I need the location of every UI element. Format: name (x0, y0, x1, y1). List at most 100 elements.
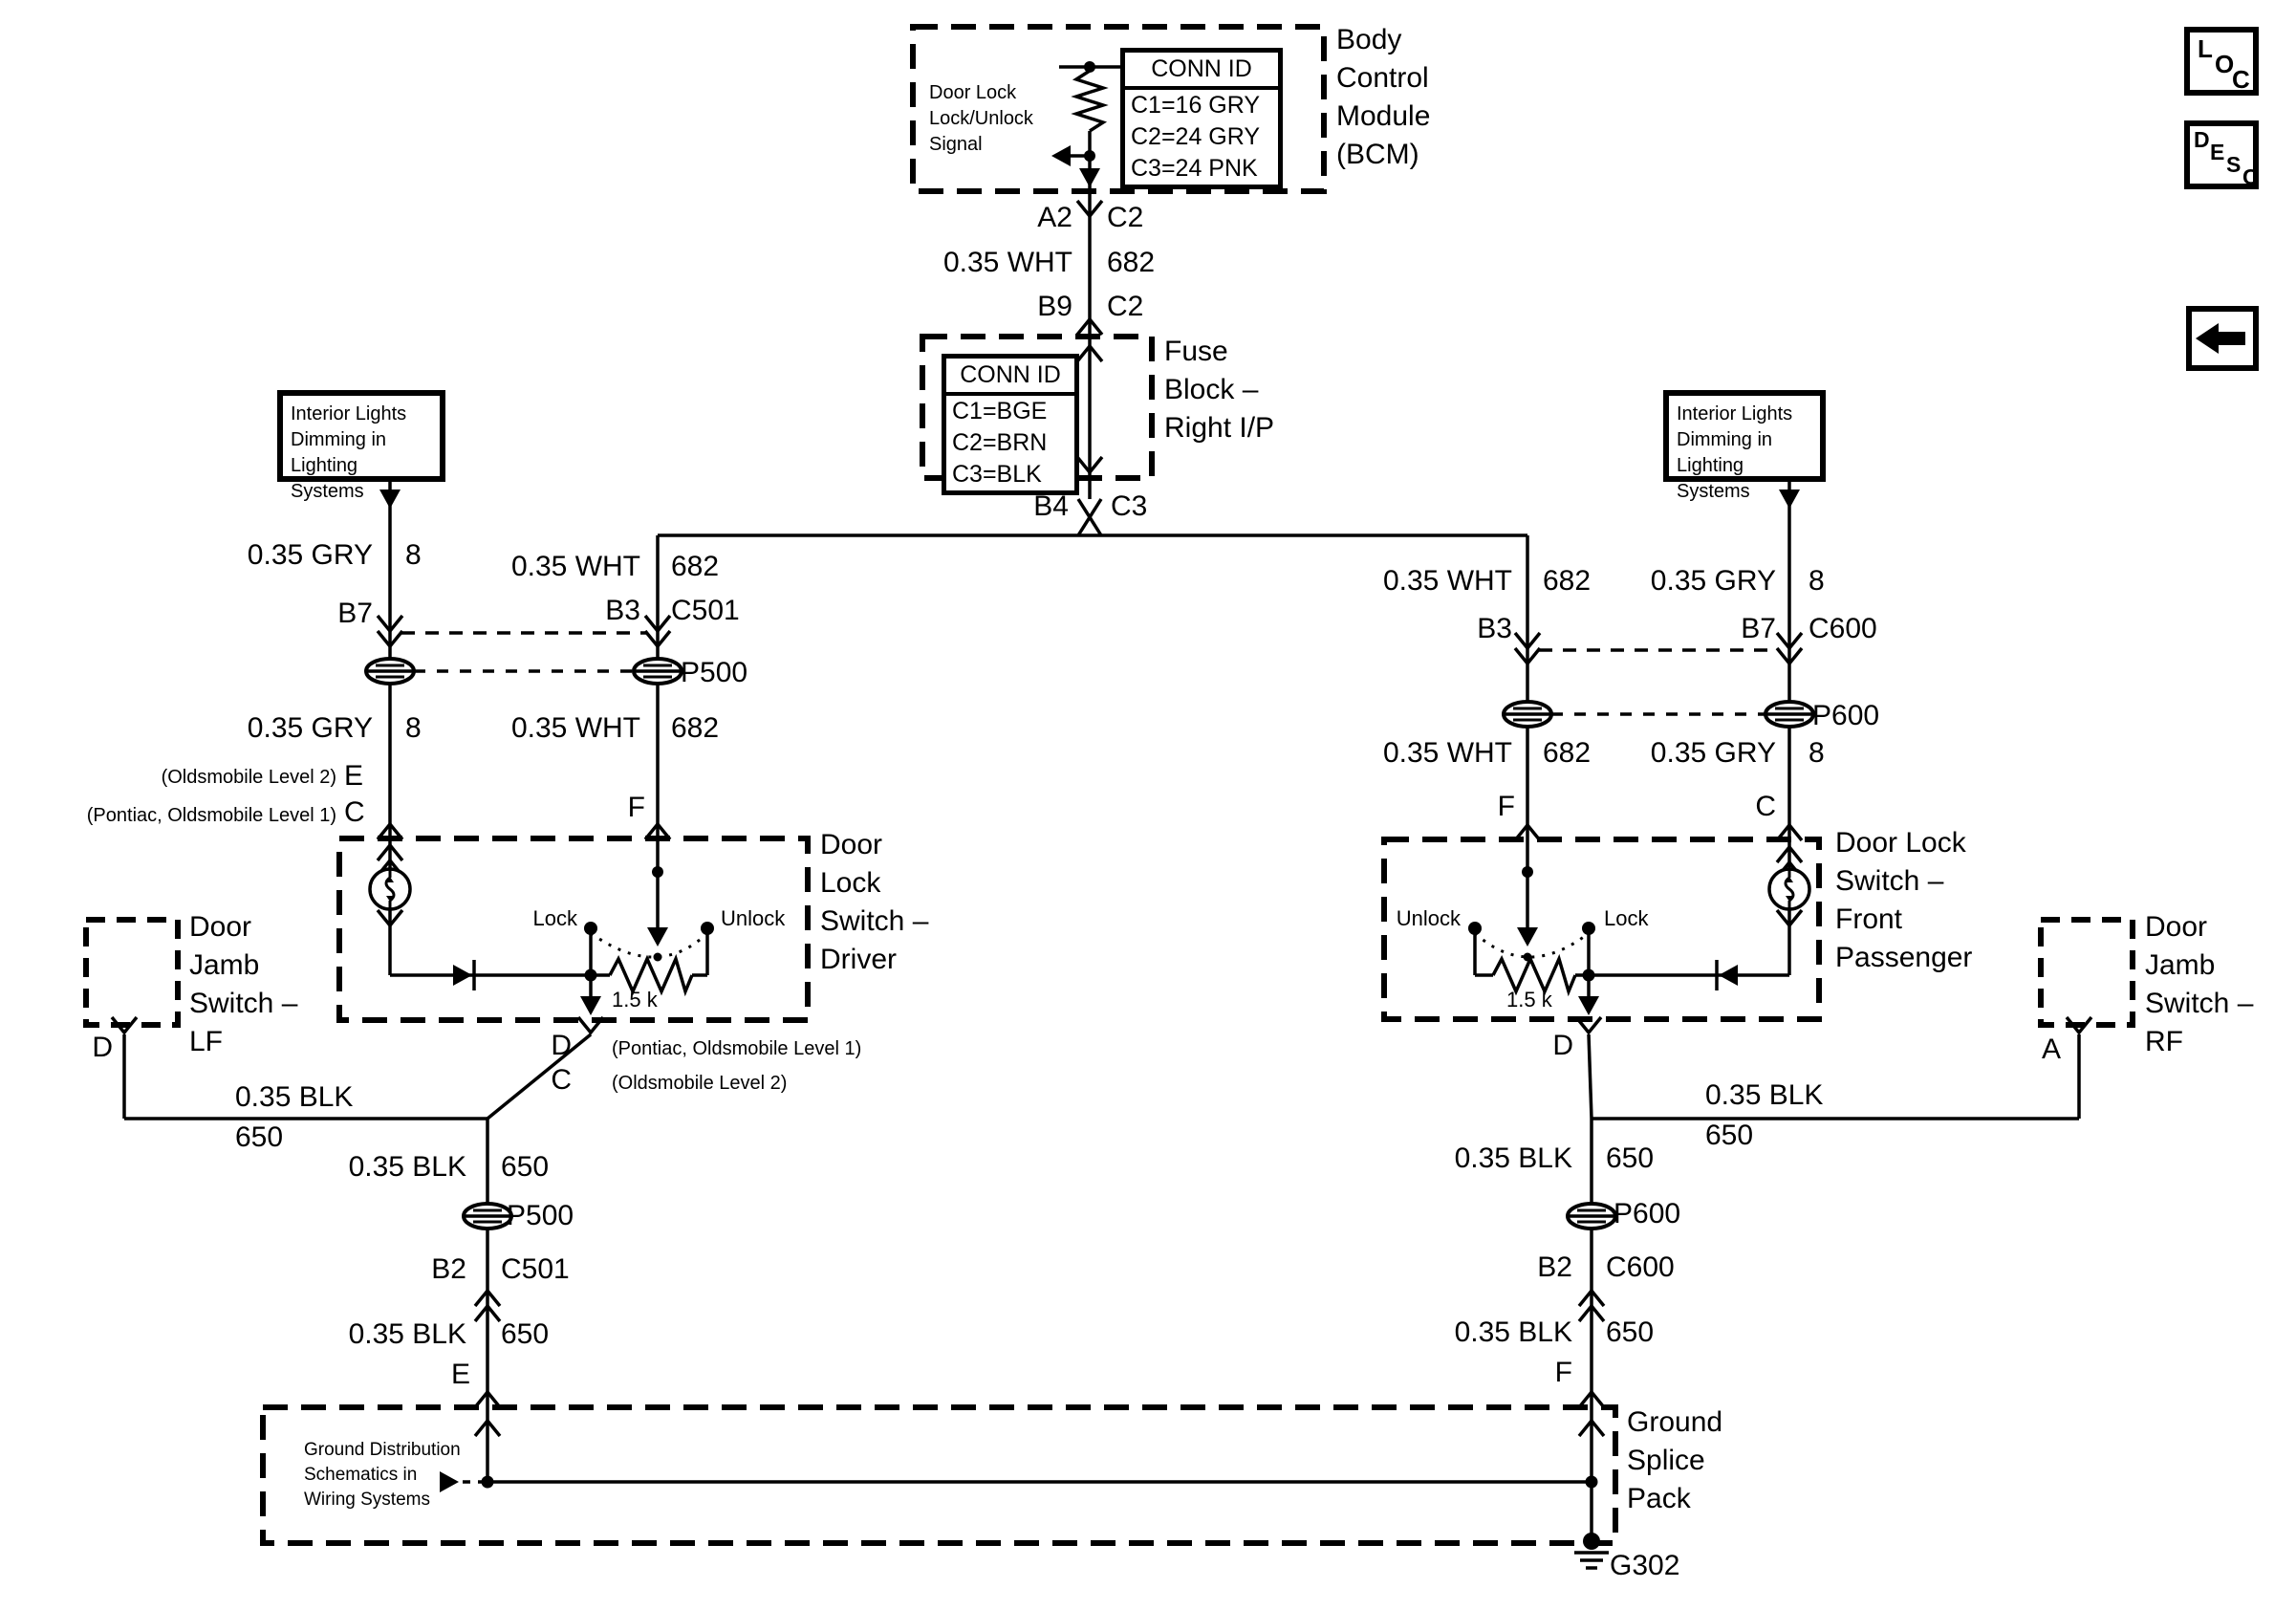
pin-a: A (2041, 1033, 2061, 1065)
ground-ref-note: Ground Distribution Schematics in Wiring… (304, 1440, 461, 1510)
wire-label: 0.35 WHT (1382, 737, 1512, 769)
pin-c: C (1755, 791, 1776, 822)
circuit-number: 8 (1809, 565, 1825, 597)
rf-jamb-box (2038, 917, 2135, 1028)
lf-jamb-title: Door Jamb Switch – LF (189, 911, 298, 1057)
variant-note: (Pontiac, Oldsmobile Level 1) (612, 1038, 862, 1059)
variant-note: (Oldsmobile Level 2) (612, 1073, 788, 1094)
conn-id-row: C2=BRN (952, 429, 1048, 456)
wire-label: 0.35 GRY (1650, 737, 1776, 769)
pin-c: C (551, 1064, 572, 1096)
conn-c600: C600 (1809, 613, 1877, 644)
bcm-conn-id-table: CONN ID C1=16 GRY C2=24 GRY C3=24 PNK (1120, 48, 1283, 189)
p600-label: P600 (1812, 700, 1880, 731)
circuit-number: 650 (1705, 1120, 1754, 1151)
circuit-number: 650 (501, 1151, 550, 1183)
circuit-number: 650 (501, 1318, 550, 1350)
loc-letter: C (2232, 65, 2250, 94)
driver-lock-contact (584, 922, 597, 935)
wire-label: 0.35 BLK (1454, 1316, 1572, 1348)
pin-c: C (344, 796, 365, 828)
loc-letter: L (2198, 34, 2213, 63)
wire-label: 0.35 GRY (247, 539, 373, 571)
loc-button[interactable]: L O C (2184, 27, 2259, 96)
passenger-resistor-icon (1491, 953, 1577, 997)
p500-grommet-icon (364, 657, 416, 685)
conn-c2: C2 (1107, 291, 1144, 322)
ground-id: G302 (1610, 1550, 1680, 1581)
circuit-number: 650 (235, 1121, 284, 1153)
variant-note: (Oldsmobile Level 2) (161, 767, 336, 788)
wire-label: 0.35 BLK (348, 1318, 466, 1350)
back-arrow-icon (2196, 323, 2245, 354)
wire-label: 0.35 WHT (510, 551, 640, 582)
interior-lights-ref-left: Interior Lights Dimming in Lighting Syst… (277, 390, 445, 502)
p600-grommet-icon (1502, 700, 1553, 729)
conn-c600: C600 (1606, 1251, 1675, 1283)
pin-d: D (92, 1032, 113, 1063)
desc-button[interactable]: D E S C (2184, 120, 2259, 189)
wire-label: 0.35 GRY (1650, 565, 1776, 597)
wire-label: 0.35 BLK (235, 1081, 354, 1113)
wire-label: 0.35 BLK (348, 1151, 466, 1183)
p600-label: P600 (1614, 1198, 1681, 1229)
lock-label: Lock (1604, 906, 1649, 930)
conn-id-row: C1=BGE (952, 398, 1048, 424)
pin-f: F (1497, 791, 1515, 822)
pin-b3: B3 (1477, 613, 1512, 644)
unlock-label: Unlock (721, 906, 786, 930)
passenger-unlock-contact (1468, 922, 1482, 935)
wire-label: 0.35 WHT (510, 712, 640, 744)
pin-d: D (1552, 1030, 1573, 1061)
circuit-number: 682 (671, 712, 720, 744)
fuse-block-box (920, 334, 1155, 481)
pin-b7: B7 (1741, 613, 1776, 644)
pin-b7: B7 (337, 598, 373, 629)
driver-wiper-arc (590, 931, 709, 959)
passenger-illumination-lamp-icon (1767, 867, 1811, 911)
p500-label: P500 (681, 657, 748, 688)
rf-jamb-title: Door Jamb Switch – RF (2145, 911, 2254, 1057)
variant-note: (Pontiac, Oldsmobile Level 1) (86, 805, 336, 826)
circuit-number: 650 (1606, 1142, 1655, 1174)
loc-letter: O (2215, 50, 2235, 78)
p500-grommet-icon (632, 657, 683, 685)
lf-jamb-box (83, 917, 181, 1028)
conn-id-row: C2=24 GRY (1131, 123, 1261, 150)
bcm-box (910, 24, 1327, 194)
passenger-lock-contact (1582, 922, 1595, 935)
pin-e: E (450, 1359, 470, 1390)
bcm-title: Body Control Module (BCM) (1336, 24, 1431, 170)
resistor-value: 1.5 k (1506, 988, 1552, 1012)
circuit-number: 682 (1543, 565, 1592, 597)
p600-grommet-icon (1566, 1202, 1617, 1230)
driver-switch-box (336, 836, 811, 1023)
conn-c3: C3 (1111, 490, 1148, 522)
circuit-number: 650 (1606, 1316, 1655, 1348)
p600-grommet-icon (1764, 700, 1815, 729)
circuit-number: 682 (671, 551, 720, 582)
desc-letter: S (2226, 152, 2242, 177)
pin-f: F (1554, 1357, 1572, 1388)
pin-f: F (627, 792, 645, 823)
pin-d: D (551, 1030, 572, 1061)
pin-a2: A2 (1037, 202, 1072, 233)
back-button[interactable] (2186, 306, 2259, 371)
driver-unlock-contact (701, 922, 714, 935)
unlock-label: Unlock (1396, 906, 1461, 930)
g302-ground-icon (1574, 1533, 1609, 1570)
ground-distribution-box (260, 1404, 1618, 1546)
pin-b2: B2 (1537, 1251, 1572, 1283)
wire-label: 0.35 BLK (1454, 1142, 1572, 1174)
desc-letter: E (2210, 140, 2225, 164)
circuit-number: 8 (405, 712, 422, 744)
lock-label: Lock (532, 906, 577, 930)
passenger-switch-title: Door Lock Switch – Front Passenger (1835, 827, 1973, 973)
ground-splice-pack-title: Ground Splice Pack (1627, 1406, 1723, 1514)
pin-e: E (344, 760, 364, 792)
wire-label: 0.35 WHT (1382, 565, 1512, 597)
conn-c2: C2 (1107, 202, 1144, 233)
circuit-number: 682 (1543, 737, 1592, 769)
